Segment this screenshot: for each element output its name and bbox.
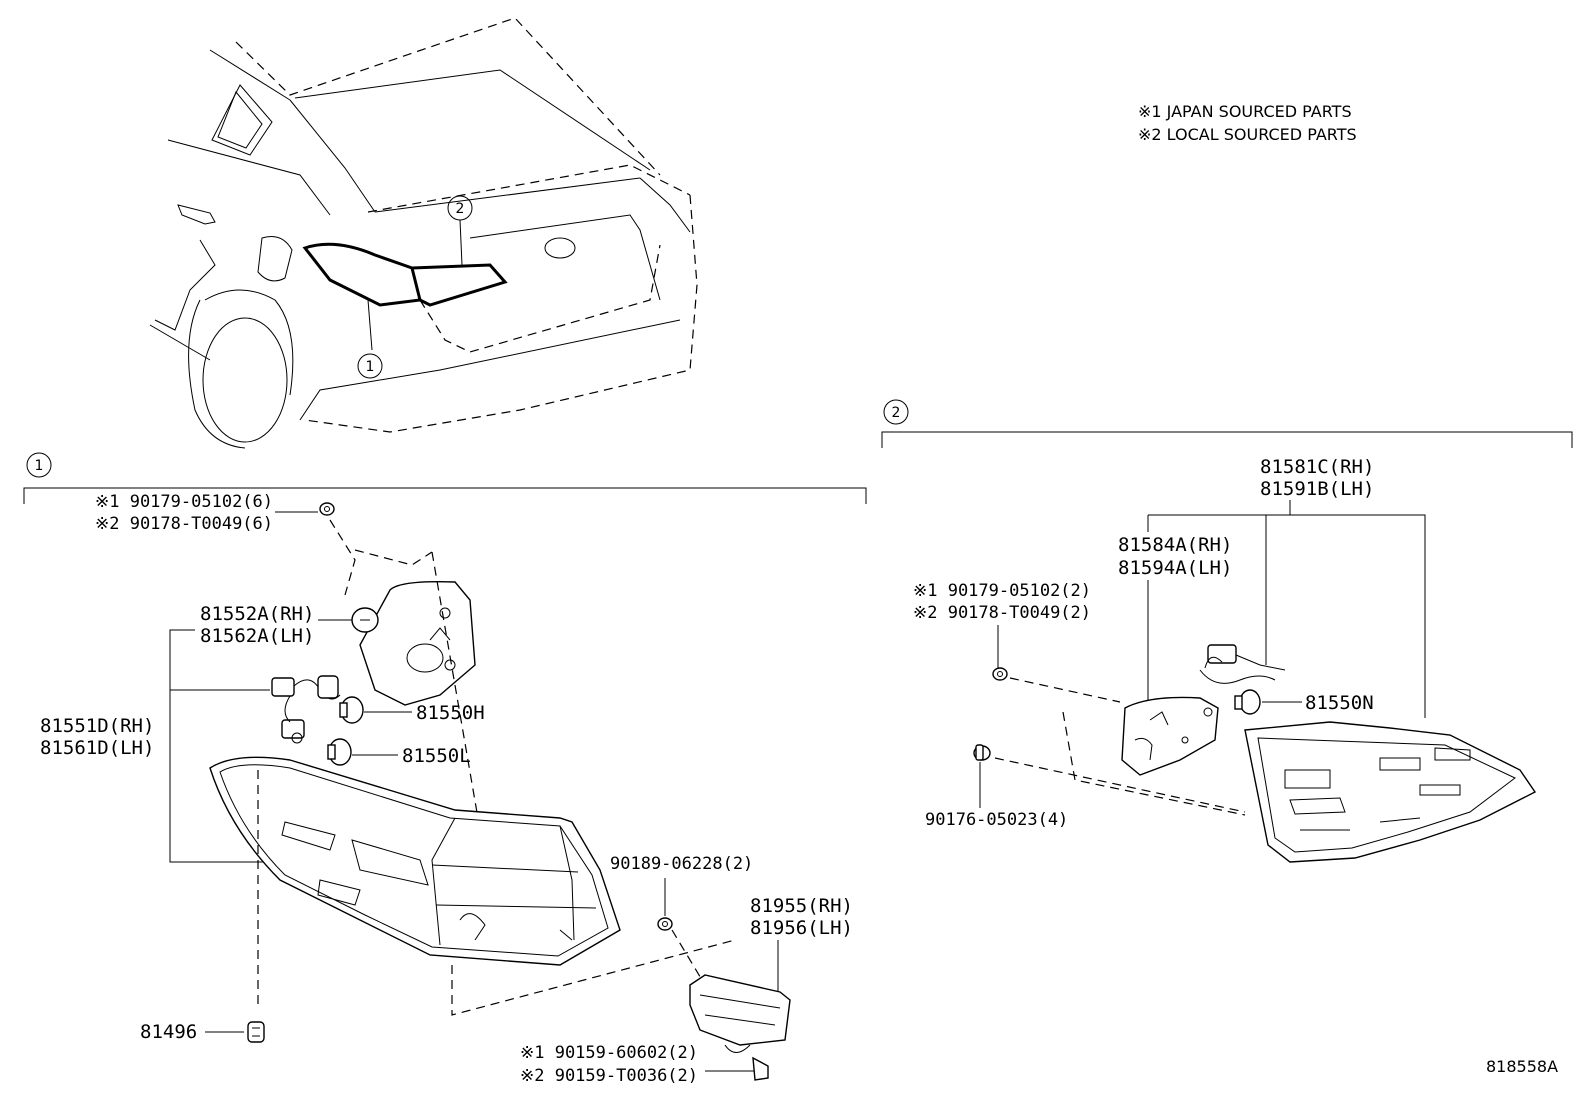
nut-icon xyxy=(657,917,673,931)
tail-lamp-assembly xyxy=(209,756,621,966)
label-bulb-81550l: 81550L xyxy=(402,745,471,767)
diagram-id: 818558A xyxy=(1486,1057,1558,1076)
svg-text:1: 1 xyxy=(366,359,375,375)
note-japan-sourced: ※1 JAPAN SOURCED PARTS xyxy=(1138,102,1352,121)
inner-socket-plate xyxy=(1121,696,1219,776)
svg-text:1: 1 xyxy=(35,458,44,474)
group-1-header: 1 xyxy=(23,452,867,504)
label-lamp-rh: 81551D(RH) xyxy=(40,715,154,737)
label-inner-lamp-lh: 81591B(LH) xyxy=(1260,478,1374,500)
label-bolt-japan: ※1 90159-60602(2) xyxy=(520,1043,698,1063)
label-bolt-local: ※2 90159-T0036(2) xyxy=(520,1066,698,1086)
bracket-icon xyxy=(689,974,791,1053)
label-inner-bulb-81550n: 81550N xyxy=(1305,692,1374,714)
inner-wire-harness-icon xyxy=(1199,644,1286,684)
wire-harness-socket-icon xyxy=(271,675,341,744)
label-nut: 90189-06228(2) xyxy=(610,854,753,874)
vehicle-rear-illustration xyxy=(149,17,698,449)
bulb-l-icon xyxy=(327,738,352,766)
svg-text:2: 2 xyxy=(456,201,465,217)
label-inner-screw-local: ※2 90178-T0049(2) xyxy=(913,603,1091,623)
label-socket-rh: 81552A(RH) xyxy=(200,603,314,625)
label-screw-local: ※2 90178-T0049(6) xyxy=(95,514,273,534)
label-lamp-lh: 81561D(LH) xyxy=(40,737,154,759)
inner-tail-lamp-assembly xyxy=(1244,721,1537,863)
inner-bulb-icon xyxy=(1234,689,1261,715)
label-bulb-81550h: 81550H xyxy=(416,702,485,724)
label-bracket-lh: 81956(LH) xyxy=(750,917,853,939)
inner-screw-icon xyxy=(992,667,1008,681)
lamp-socket-plate xyxy=(351,581,476,706)
label-inner-screw-japan: ※1 90179-05102(2) xyxy=(913,581,1091,601)
clip-icon xyxy=(247,1021,265,1043)
label-inner-clip: 90176-05023(4) xyxy=(925,810,1068,830)
svg-text:2: 2 xyxy=(892,405,901,421)
label-clip-81496: 81496 xyxy=(140,1021,197,1043)
callout-2-vehicle: 2 xyxy=(447,195,473,221)
callout-1-vehicle: 1 xyxy=(357,353,383,379)
inner-clip-icon xyxy=(973,744,991,761)
bulb-h-icon xyxy=(339,696,364,724)
group-2-header: 2 xyxy=(881,399,1573,448)
label-socket-lh: 81562A(LH) xyxy=(200,625,314,647)
label-bracket-rh: 81955(RH) xyxy=(750,895,853,917)
screw-icon xyxy=(319,502,335,516)
note-local-sourced: ※2 LOCAL SOURCED PARTS xyxy=(1138,125,1357,144)
label-inner-socket-lh: 81594A(LH) xyxy=(1118,557,1232,579)
label-inner-socket-rh: 81584A(RH) xyxy=(1118,534,1232,556)
label-screw-japan: ※1 90179-05102(6) xyxy=(95,492,273,512)
bolt-icon xyxy=(752,1056,769,1081)
label-inner-lamp-rh: 81581C(RH) xyxy=(1260,456,1374,478)
